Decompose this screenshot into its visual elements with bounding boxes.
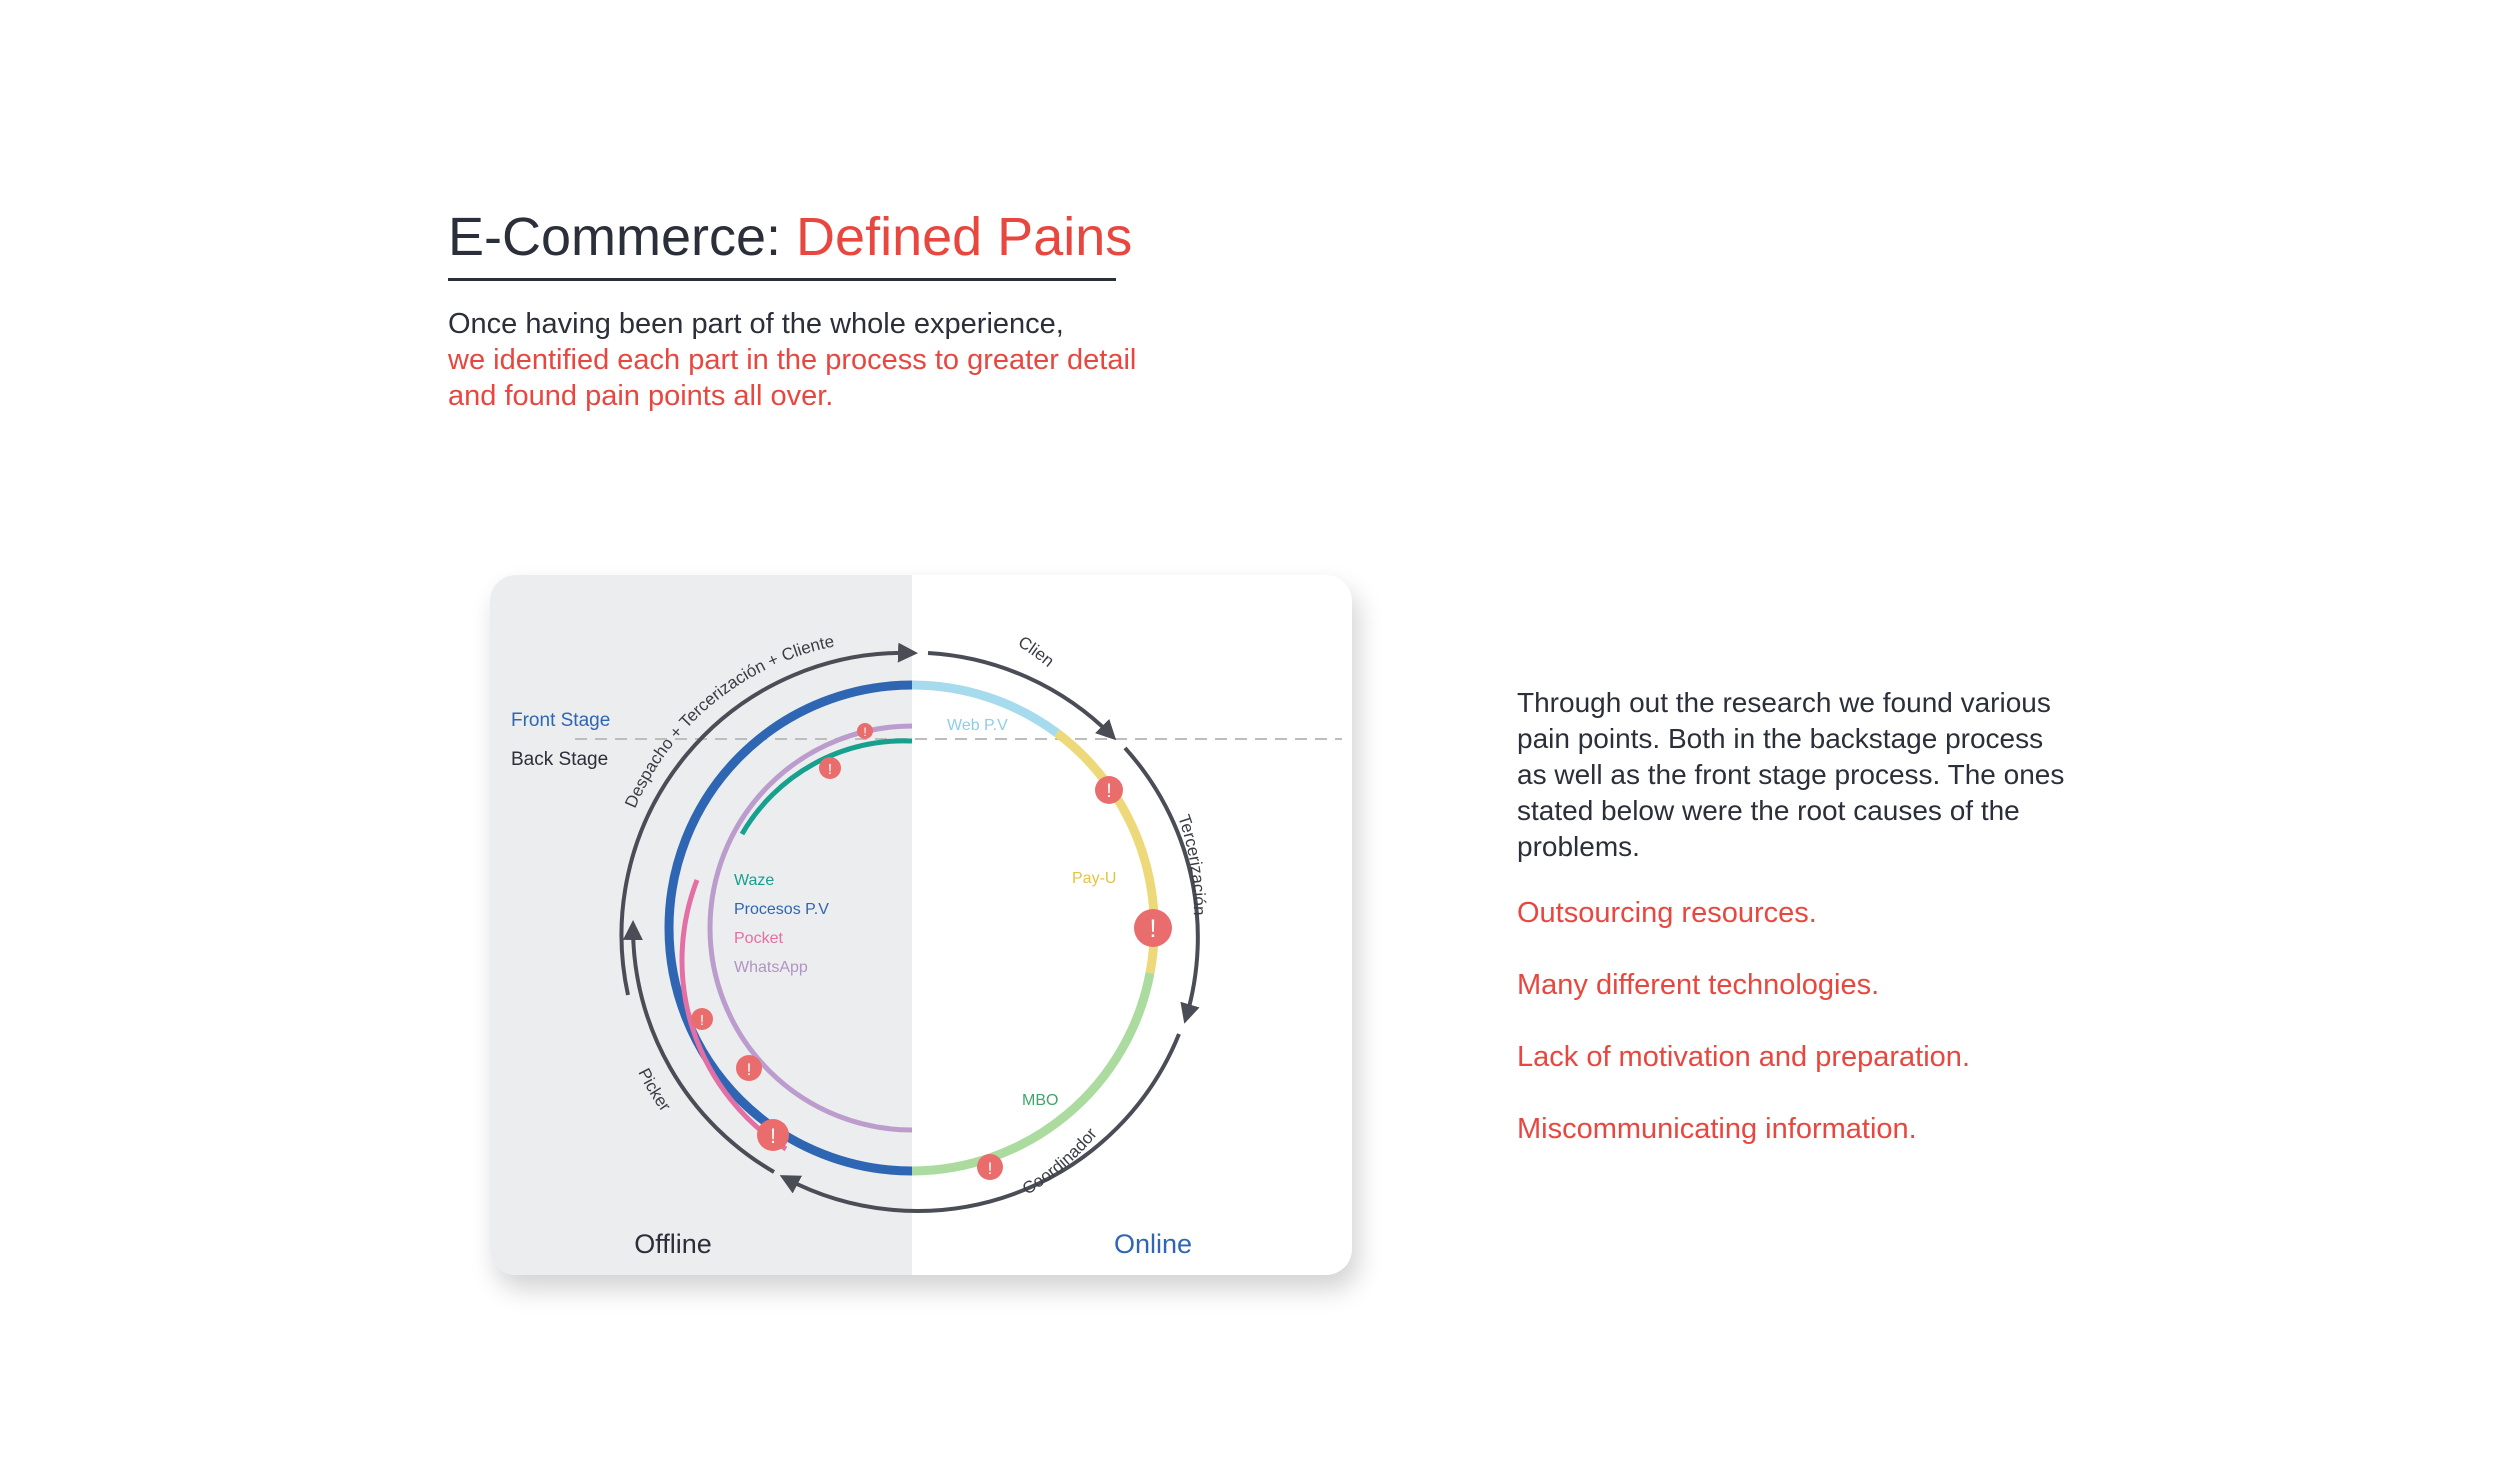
legend-procesos: Procesos P.V <box>734 901 829 918</box>
legend-whatsapp: WhatsApp <box>734 959 808 976</box>
pain-point-6: ! <box>736 1055 762 1081</box>
pain-point-3: ! <box>1095 776 1123 804</box>
svg-text:!: ! <box>700 1012 704 1029</box>
title-accent: Defined Pains <box>796 207 1133 267</box>
svg-text:!: ! <box>1150 915 1157 943</box>
pain-point-2: ! <box>819 757 841 779</box>
arc-label-tercerizacion: Tercerización <box>1174 812 1209 915</box>
process-wheel: Despacho + Tercerización + Cliente Clien… <box>490 575 1342 1259</box>
legend-pocket: Pocket <box>734 930 783 947</box>
page-title: E-Commerce: Defined Pains <box>448 205 1132 269</box>
ring-whatsapp <box>707 723 913 1133</box>
root-cause-item: Outsourcing resources. <box>1517 897 1817 929</box>
intro-paragraph: Once having been part of the whole exper… <box>448 306 1168 414</box>
arc-label-despacho: Despacho + Tercerización + Cliente <box>621 632 836 811</box>
pain-point-1: ! <box>857 723 873 739</box>
pain-point-8: ! <box>977 1154 1003 1180</box>
ring-waze <box>739 738 913 836</box>
arc-despacho <box>619 642 918 996</box>
pain-point-5: ! <box>691 1008 713 1030</box>
root-cause-item: Many different technologies. <box>1517 969 1880 1001</box>
svg-text:!: ! <box>747 1060 752 1079</box>
arc-coordinador <box>779 1033 1181 1213</box>
segment-label-mbo: MBO <box>1022 1092 1058 1109</box>
root-cause-item: Lack of motivation and preparation. <box>1517 1041 1970 1073</box>
title-underline <box>448 278 1116 281</box>
title-prefix: E-Commerce: <box>448 207 797 267</box>
svg-text:!: ! <box>988 1159 993 1178</box>
arc-tercerizacion <box>1123 746 1200 1024</box>
ring-pocket <box>679 879 788 1152</box>
process-diagram-card: Despacho + Tercerización + Cliente Clien… <box>490 575 1352 1275</box>
root-cause-item: Miscommunicating information. <box>1517 1113 1917 1145</box>
label-offline: Offline <box>634 1229 712 1259</box>
label-online: Online <box>1114 1229 1192 1259</box>
ring-procesos <box>664 680 913 1176</box>
label-front-stage: Front Stage <box>511 710 610 731</box>
svg-text:!: ! <box>828 761 832 778</box>
arc-picker <box>622 920 776 1174</box>
svg-text:!: ! <box>863 725 866 739</box>
label-back-stage: Back Stage <box>511 749 608 770</box>
segment-label-webpv: Web P.V <box>947 717 1008 734</box>
arc-label-picker: Picker <box>634 1065 674 1115</box>
segment-label-payu: Pay-U <box>1072 870 1116 887</box>
findings-paragraph: Through out the research we found variou… <box>1517 687 2065 862</box>
root-causes-list: Outsourcing resources. Many different te… <box>1517 895 2117 1183</box>
segment-mbo <box>911 972 1155 1176</box>
arc-cliente <box>927 651 1117 741</box>
pain-point-4: ! <box>1134 909 1172 947</box>
intro-line-dark: Once having been part of the whole exper… <box>448 308 1064 340</box>
svg-text:!: ! <box>770 1125 776 1148</box>
intro-line-red: we identified each part in the process t… <box>448 344 1137 412</box>
legend-waze: Waze <box>734 872 774 889</box>
pain-point-7: ! <box>757 1119 789 1151</box>
segment-webpv <box>911 680 1060 737</box>
svg-text:!: ! <box>1106 781 1111 802</box>
